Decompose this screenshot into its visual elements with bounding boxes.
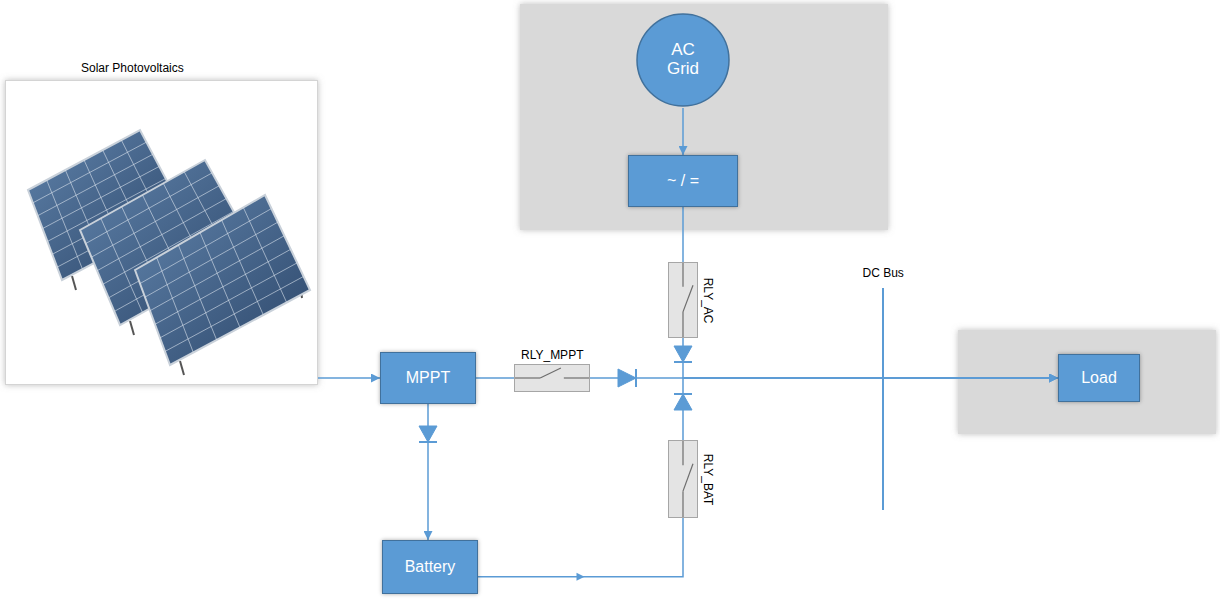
relay-switch: RLY_MPPT	[514, 364, 590, 392]
connector	[478, 518, 683, 577]
diode-symbol	[674, 346, 692, 362]
panel-grid-line	[150, 236, 284, 311]
panel-surface	[135, 195, 310, 365]
picture-frame	[5, 80, 318, 385]
source-circle: AC Grid	[635, 12, 731, 108]
solar-panel	[135, 195, 310, 375]
node-label: Battery	[405, 558, 456, 576]
relay-label: RLY_AC	[701, 277, 714, 323]
panel-grid-line	[157, 258, 194, 353]
panel-grid-line	[155, 249, 291, 324]
relay-switch: RLY_BAT	[668, 440, 698, 518]
grid-circle	[637, 14, 729, 106]
panel-grid-line	[86, 173, 212, 244]
panel-leg	[130, 321, 134, 335]
connector	[683, 338, 1058, 378]
connector	[476, 377, 514, 379]
panel-grid-line	[145, 222, 278, 297]
connector	[427, 404, 429, 540]
switch-line	[682, 491, 683, 517]
relay-label: RLY_BAT	[701, 453, 714, 505]
diode-bar	[635, 369, 637, 387]
switch-line	[515, 377, 540, 378]
panel-grid-line	[160, 263, 297, 338]
diode-bar	[419, 441, 437, 443]
relay-label: RLY_MPPT	[521, 349, 583, 362]
diode-symbol	[419, 426, 437, 442]
panel-leg	[72, 276, 76, 290]
switch-line	[683, 464, 693, 491]
arrowhead	[577, 573, 585, 581]
diode-bar	[674, 393, 692, 395]
switch-line	[682, 312, 683, 337]
grey-panel	[520, 4, 888, 230]
dc-bus-line	[882, 288, 884, 510]
process-box: Load	[1058, 354, 1140, 402]
switch-symbol	[669, 441, 697, 517]
connector	[682, 207, 684, 262]
node-label: ~ / =	[667, 172, 699, 190]
panel-grid-line	[140, 209, 271, 284]
process-box: ~ / =	[628, 155, 738, 207]
panel-leg	[180, 361, 184, 375]
node-label: AC Grid	[655, 41, 711, 78]
panel-grid-line	[165, 276, 304, 351]
switch-symbol	[669, 263, 697, 337]
diode-symbol	[618, 369, 636, 387]
diode-bar	[674, 361, 692, 363]
node-label: Load	[1081, 369, 1117, 387]
connector	[318, 377, 380, 379]
switch-line	[683, 285, 693, 312]
switch-line	[682, 263, 683, 287]
panel-heading: Solar Photovoltaics	[81, 61, 184, 75]
panel-grid-line	[47, 180, 83, 269]
process-box: Battery	[382, 540, 478, 594]
diode-symbol	[674, 394, 692, 410]
picture-panel: Solar Photovoltaics	[5, 80, 318, 385]
switch-symbol	[515, 365, 589, 391]
connector	[683, 378, 1058, 440]
solar-panel-illustration	[28, 130, 310, 375]
process-box: MPPT	[380, 352, 476, 404]
switch-line	[564, 377, 589, 378]
relay-switch: RLY_AC	[668, 262, 698, 338]
connector	[682, 108, 684, 155]
panel-grid-line	[33, 142, 147, 203]
switch-line	[540, 368, 561, 378]
node-label: MPPT	[406, 369, 450, 387]
grey-panel	[958, 330, 1216, 434]
bus-label: DC Bus	[863, 266, 904, 280]
switch-line	[682, 441, 683, 465]
